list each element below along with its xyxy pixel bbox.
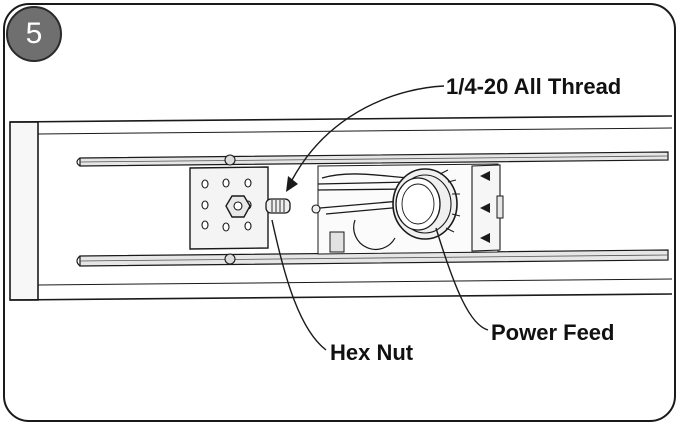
all-thread-label: 1/4-20 All Thread <box>446 74 622 99</box>
thread-leader <box>291 85 445 181</box>
power-feed-label: Power Feed <box>491 320 615 345</box>
step-number-badge: 5 <box>6 6 62 62</box>
all-thread-rod <box>265 198 291 214</box>
power-feed-connector <box>392 168 461 240</box>
lower-rail <box>9 249 673 301</box>
channel-end-cap <box>9 121 39 301</box>
leader-lines <box>271 85 489 351</box>
hex-nut-label: Hex Nut <box>330 340 414 365</box>
thread-arrowhead <box>286 176 298 192</box>
hexnut-leader <box>271 219 327 351</box>
powerfeed-leader <box>435 227 489 331</box>
hex-nut <box>225 195 251 218</box>
end-bracket <box>471 164 504 252</box>
